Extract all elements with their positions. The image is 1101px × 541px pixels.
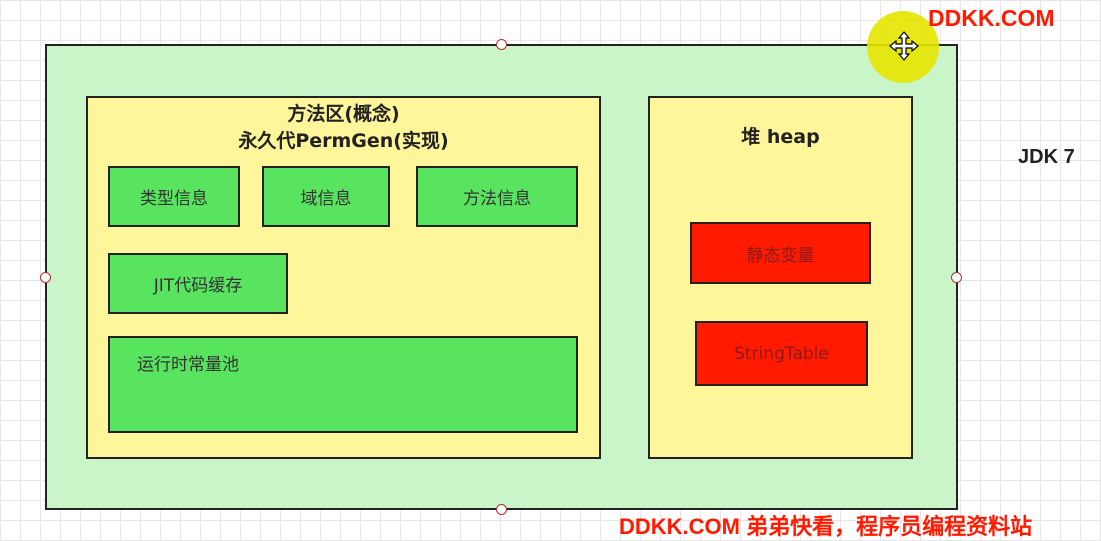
type-info-label: 类型信息 xyxy=(140,189,208,209)
runtime-constant-pool-label: 运行时常量池 xyxy=(137,355,239,375)
string-table-box[interactable]: StringTable xyxy=(695,321,868,386)
field-info-label: 域信息 xyxy=(300,189,352,209)
method-info-label: 方法信息 xyxy=(463,189,531,209)
method-area-title-line1: 方法区(概念) xyxy=(287,103,400,125)
method-area-title-line2: 永久代PermGen(实现) xyxy=(238,130,449,152)
static-variables-label: 静态变量 xyxy=(746,245,815,266)
method-info-box[interactable]: 方法信息 xyxy=(416,166,578,227)
watermark-top: DDKK.COM xyxy=(928,5,1055,31)
heap-title: 堆 heap xyxy=(741,126,820,148)
top-resize-handle[interactable] xyxy=(496,39,507,50)
watermark-bottom: DDKK.COM 弟弟快看，程序员编程资料站 xyxy=(619,514,1033,539)
left-resize-handle[interactable] xyxy=(40,272,51,283)
right-resize-handle[interactable] xyxy=(951,272,962,283)
string-table-label: StringTable xyxy=(734,343,829,364)
type-info-box[interactable]: 类型信息 xyxy=(108,166,240,227)
jdk-version-label: JDK 7 xyxy=(1018,146,1075,168)
runtime-constant-pool-box[interactable]: 运行时常量池 xyxy=(108,336,578,433)
jit-cache-box[interactable]: JIT代码缓存 xyxy=(108,253,288,314)
move-cursor-icon xyxy=(889,31,919,61)
jit-cache-label: JIT代码缓存 xyxy=(153,276,243,296)
method-area-title: 方法区(概念) 永久代PermGen(实现) xyxy=(86,101,601,155)
static-variables-box[interactable]: 静态变量 xyxy=(690,222,871,284)
bottom-resize-handle[interactable] xyxy=(496,504,507,515)
field-info-box[interactable]: 域信息 xyxy=(262,166,390,227)
